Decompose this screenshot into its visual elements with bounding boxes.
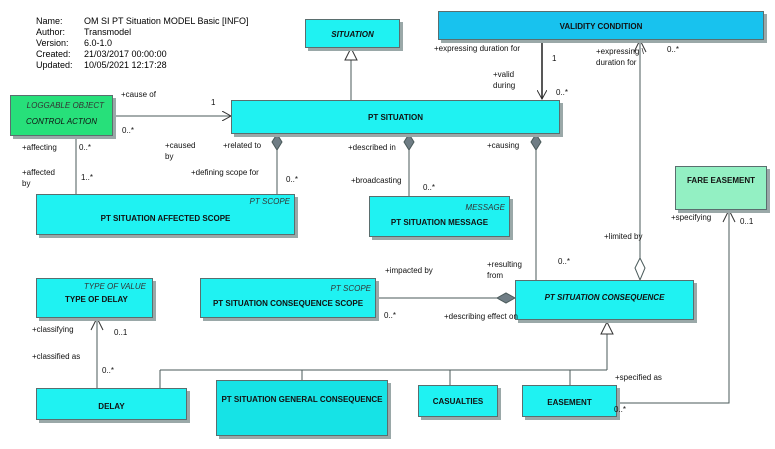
multiplicity-label: 0..* xyxy=(556,88,569,97)
class-pt-situation[interactable]: PT SITUATION xyxy=(231,100,560,134)
aggregation-diamond-limited xyxy=(634,256,646,282)
composition-diamond-causing xyxy=(530,133,542,151)
role-caused-by: by xyxy=(165,152,174,161)
metadata-value: 21/03/2017 00:00:00 xyxy=(84,49,167,59)
class-name: TYPE OF DELAY xyxy=(65,295,128,304)
generalization-arrow-situation xyxy=(344,46,358,61)
metadata-key: Version: xyxy=(36,38,69,48)
assoc-specified-as xyxy=(617,210,730,404)
class-stereotype: PT SCOPE xyxy=(249,197,290,206)
role-related-to: +related to xyxy=(223,141,262,150)
generalization-arrow-consequence xyxy=(600,320,614,335)
composition-diamond-impacted xyxy=(495,292,517,304)
role-affected: +affected xyxy=(22,168,55,177)
multiplicity-label: 0..* xyxy=(79,143,92,152)
class-casualties[interactable]: CASUALTIES xyxy=(418,385,498,417)
role-valid: +valid xyxy=(493,70,515,79)
multiplicity-label: 0..* xyxy=(122,126,135,135)
multiplicity-label: 0..* xyxy=(384,311,397,320)
arrow-validity-right xyxy=(633,38,647,53)
metadata-key: Name: xyxy=(36,16,63,26)
multiplicity-label: 0..* xyxy=(558,257,571,266)
arrow-fare-easement xyxy=(722,208,736,223)
class-name: SITUATION xyxy=(331,30,374,39)
role-classifying: +classifying xyxy=(32,325,74,334)
role-caused: +caused xyxy=(165,141,196,150)
composition-diamond-described xyxy=(403,133,415,151)
composition-diamond-related xyxy=(271,133,283,151)
class-pt-situation-general-consequence[interactable]: PT SITUATION GENERAL CONSEQUENCE xyxy=(216,380,388,436)
role-causing: +causing xyxy=(487,141,520,150)
role-specifying: +specifying xyxy=(671,213,712,222)
class-easement[interactable]: EASEMENT xyxy=(522,385,617,417)
role-expressing-right: +expressing \ xyxy=(596,47,644,56)
role-describing-effect-on: +describing effect on xyxy=(444,312,518,321)
arrow-type-of-delay xyxy=(90,316,104,331)
multiplicity-label: 0..1 xyxy=(114,328,128,337)
class-name: FARE EASEMENT xyxy=(686,176,755,185)
metadata-value: OM SI PT Situation MODEL Basic [INFO] xyxy=(84,16,249,26)
metadata-value: Transmodel xyxy=(84,27,132,37)
class-loggable-object[interactable]: LOGGABLE OBJECT CONTROL ACTION xyxy=(10,95,113,136)
role-cause-of: +cause of xyxy=(121,90,156,99)
role-from: from xyxy=(487,271,503,280)
class-stereotype: PT SCOPE xyxy=(330,284,371,293)
class-name: DELAY xyxy=(98,402,125,411)
class-type-of-delay[interactable]: TYPE OF VALUE TYPE OF DELAY xyxy=(36,278,153,318)
multiplicity-label: 0..* xyxy=(102,366,115,375)
multiplicity-label: 1 xyxy=(552,54,557,63)
metadata-value: 10/05/2021 12:17:28 xyxy=(84,60,167,70)
class-name: EASEMENT xyxy=(547,398,592,407)
class-name: PT SITUATION AFFECTED SCOPE xyxy=(100,214,231,223)
class-name: PT SITUATION GENERAL CONSEQUENCE xyxy=(221,395,383,404)
role-affecting: +affecting xyxy=(22,143,57,152)
role-described-in: +described in xyxy=(348,143,396,152)
role-duration-for: duration for xyxy=(596,58,637,67)
class-pt-situation-consequence[interactable]: PT SITUATION CONSEQUENCE xyxy=(515,280,694,320)
multiplicity-label: 0..* xyxy=(667,45,680,54)
role-impacted-by: +impacted by xyxy=(385,266,433,275)
role-limited-by: +limited by xyxy=(604,232,643,241)
metadata-key: Created: xyxy=(36,49,71,59)
role-affected-by: by xyxy=(22,179,31,188)
class-situation[interactable]: SITUATION xyxy=(305,19,400,48)
class-delay[interactable]: DELAY xyxy=(36,388,187,420)
multiplicity-label: 0..* xyxy=(286,175,299,184)
multiplicity-label: 0..* xyxy=(423,183,436,192)
role-classified-as: +classified as xyxy=(32,352,81,361)
role-during: during xyxy=(493,81,516,90)
class-fare-easement[interactable]: FARE EASEMENT xyxy=(675,166,767,210)
diagram-metadata: Name: OM SI PT Situation MODEL Basic [INF… xyxy=(36,16,266,76)
role-broadcasting: +broadcasting xyxy=(351,176,402,185)
class-name: PT SITUATION CONSEQUENCE xyxy=(544,293,665,302)
metadata-value: 6.0-1.0 xyxy=(84,38,113,48)
multiplicity-label: 1..* xyxy=(81,173,94,182)
role-resulting: +resulting xyxy=(487,260,522,269)
role-expressing-duration-for: +expressing duration for xyxy=(434,44,521,53)
class-pt-situation-message[interactable]: MESSAGE PT SITUATION MESSAGE xyxy=(369,196,510,237)
class-stereotype: LOGGABLE OBJECT xyxy=(26,101,104,110)
class-name: PT SITUATION CONSEQUENCE SCOPE xyxy=(212,299,364,308)
class-name: PT SITUATION xyxy=(368,113,423,122)
metadata-key: Author: xyxy=(36,27,66,37)
role-specified-as: +specified as xyxy=(615,373,662,382)
class-stereotype: TYPE OF VALUE xyxy=(83,282,146,291)
multiplicity-label: 0..* xyxy=(614,405,627,414)
metadata-key: Updated: xyxy=(36,60,73,70)
class-name: CASUALTIES xyxy=(432,397,484,406)
class-name: PT SITUATION MESSAGE xyxy=(390,218,489,227)
class-pt-situation-consequence-scope[interactable]: PT SCOPE PT SITUATION CONSEQUENCE SCOPE xyxy=(200,278,376,318)
multiplicity-label: 1 xyxy=(211,98,216,107)
role-defining-scope-for: +defining scope for xyxy=(191,168,259,177)
class-name: CONTROL ACTION xyxy=(25,117,98,126)
class-validity-condition[interactable]: VALIDITY CONDITION xyxy=(438,11,764,40)
class-stereotype: MESSAGE xyxy=(465,203,505,212)
class-pt-situation-affected-scope[interactable]: PT SCOPE PT SITUATION AFFECTED SCOPE xyxy=(36,194,295,235)
multiplicity-label: 0..1 xyxy=(740,217,754,226)
class-name: VALIDITY CONDITION xyxy=(559,22,643,31)
